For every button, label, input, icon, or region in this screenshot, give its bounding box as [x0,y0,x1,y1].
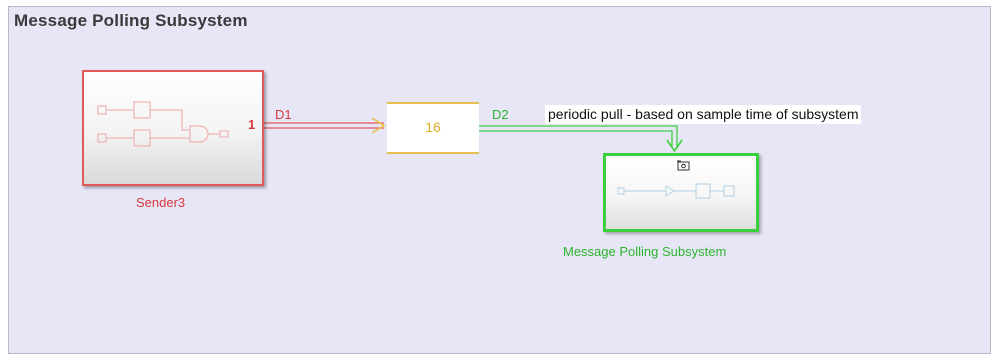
signal-label-d1[interactable]: D1 [275,107,292,122]
sender-block-name[interactable]: Sender3 [136,195,186,210]
area-title: Message Polling Subsystem [14,11,248,30]
subsystem-icon [97,101,229,147]
polling-subsystem-name[interactable]: Message Polling Subsystem [563,244,727,259]
d1-arrowhead [371,117,386,134]
subsystem-icon [617,183,735,199]
annotation-note[interactable]: periodic pull - based on sample time of … [545,105,862,124]
sender-output-port-label: 1 [248,117,256,132]
sender-subsystem-block[interactable] [82,70,264,186]
d2-arrowhead [666,139,683,153]
message-polling-subsystem-block[interactable] [603,153,759,232]
signal-line-d2[interactable] [479,125,683,153]
signal-line-d1[interactable] [264,117,386,134]
queue-block[interactable]: 16 [387,102,479,154]
message-trigger-icon [677,160,690,171]
signal-label-d2[interactable]: D2 [492,107,509,122]
queue-capacity: 16 [425,119,441,135]
